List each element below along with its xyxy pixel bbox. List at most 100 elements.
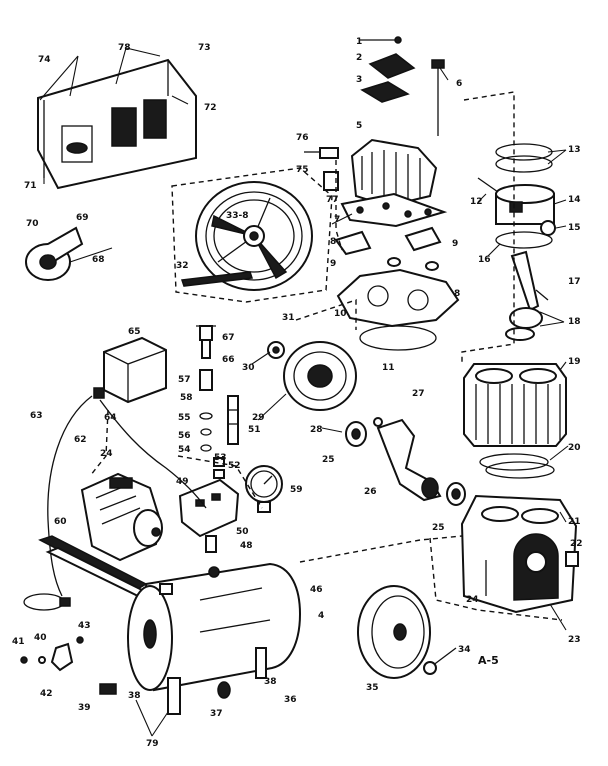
finned-cylinder	[463, 363, 567, 479]
callout-8-right: 8	[454, 289, 460, 299]
callout-72: 72	[204, 103, 217, 113]
callout-37: 37	[210, 709, 223, 719]
callout-49: 49	[176, 477, 189, 487]
callout-32: 32	[176, 261, 189, 271]
callout-77: 77	[326, 195, 339, 205]
callout-labels: 1 2 3 4 5 6 7 8 8 9 9 10 11 12 13 14 15 …	[12, 37, 583, 749]
callout-42: 42	[40, 689, 53, 699]
head-fittings	[304, 147, 339, 191]
callout-74: 74	[38, 55, 51, 65]
flywheel-group-outline	[171, 167, 333, 303]
callout-17: 17	[568, 277, 581, 287]
callout-59: 59	[290, 485, 303, 495]
callout-30: 30	[242, 363, 255, 373]
pressure-gauge	[245, 465, 283, 513]
callout-3: 3	[356, 75, 362, 85]
callout-43: 43	[78, 621, 91, 631]
callout-38-left: 38	[128, 691, 141, 701]
sheet-label: A-5	[478, 654, 499, 667]
callout-24-crankcase: 24	[466, 595, 479, 605]
callout-38-right: 38	[264, 677, 277, 687]
callout-24-motor: 24	[100, 449, 113, 459]
callout-10: 10	[334, 309, 347, 319]
callout-1: 1	[356, 37, 362, 47]
valve-fittings-stack	[199, 369, 239, 479]
callout-78: 78	[118, 43, 131, 53]
callout-5: 5	[356, 121, 362, 131]
callout-53: 53	[214, 453, 227, 463]
callout-68: 68	[92, 255, 105, 265]
callout-70: 70	[26, 219, 39, 229]
callout-28: 28	[310, 425, 323, 435]
flywheel-pulley	[180, 181, 313, 291]
belt-roll	[25, 226, 84, 281]
callout-29: 29	[252, 413, 265, 423]
crankcase	[460, 494, 579, 614]
callout-76: 76	[296, 133, 309, 143]
top-small-parts	[360, 36, 445, 136]
callout-21: 21	[568, 517, 581, 527]
callout-36: 36	[284, 695, 297, 705]
callout-26: 26	[364, 487, 377, 497]
callout-35: 35	[366, 683, 379, 693]
callout-57: 57	[178, 375, 191, 385]
callout-63: 63	[30, 411, 43, 421]
drain-valve-parts	[20, 636, 231, 699]
callout-4: 4	[318, 611, 324, 621]
unloader-manifold	[178, 478, 240, 553]
callout-23: 23	[568, 635, 581, 645]
belt-guard-panel	[37, 58, 197, 190]
crankshaft	[345, 417, 466, 506]
callout-52: 52	[228, 461, 241, 471]
callout-22: 22	[570, 539, 583, 549]
callout-41: 41	[12, 637, 25, 647]
callout-8-left: 8	[330, 237, 336, 247]
callout-leaders	[39, 47, 569, 631]
callout-79: 79	[146, 739, 159, 749]
crank-pulley-housing	[267, 341, 357, 411]
wheel-axle-bolt	[423, 647, 457, 675]
callout-58: 58	[180, 393, 193, 403]
callout-66: 66	[222, 355, 235, 365]
callout-25-right: 25	[432, 523, 445, 533]
piston-assembly	[477, 143, 556, 341]
callout-55: 55	[178, 413, 191, 423]
callout-75: 75	[296, 165, 309, 175]
callout-27: 27	[412, 389, 425, 399]
callout-79-leaders	[135, 699, 169, 737]
air-tank	[127, 562, 302, 715]
callout-64: 64	[104, 413, 117, 423]
callout-50: 50	[236, 527, 249, 537]
electric-motor	[80, 472, 163, 562]
callout-14: 14	[568, 195, 581, 205]
tank-wheel	[357, 585, 431, 679]
callout-25-left: 25	[322, 455, 335, 465]
callout-51: 51	[248, 425, 261, 435]
callout-60: 60	[54, 517, 67, 527]
assembly-dashed-lines	[89, 91, 563, 621]
callout-56: 56	[178, 431, 191, 441]
check-valve-fitting	[196, 325, 216, 359]
callout-62: 62	[74, 435, 87, 445]
callout-67: 67	[222, 333, 235, 343]
callout-31: 31	[282, 313, 295, 323]
callout-40: 40	[34, 633, 47, 643]
callout-71: 71	[24, 181, 37, 191]
callout-48: 48	[240, 541, 253, 551]
valve-plate-assembly	[334, 226, 460, 351]
callout-20: 20	[568, 443, 581, 453]
callout-12: 12	[470, 197, 483, 207]
cylinder-head	[340, 138, 448, 228]
callout-16: 16	[478, 255, 491, 265]
callout-34: 34	[458, 645, 471, 655]
callout-54: 54	[178, 445, 191, 455]
callout-46: 46	[310, 585, 323, 595]
pressure-switch	[103, 336, 167, 404]
callout-11: 11	[382, 363, 395, 373]
callout-18: 18	[568, 317, 581, 327]
callout-73: 73	[198, 43, 211, 53]
callout-2: 2	[356, 53, 362, 63]
callout-6: 6	[456, 79, 462, 89]
